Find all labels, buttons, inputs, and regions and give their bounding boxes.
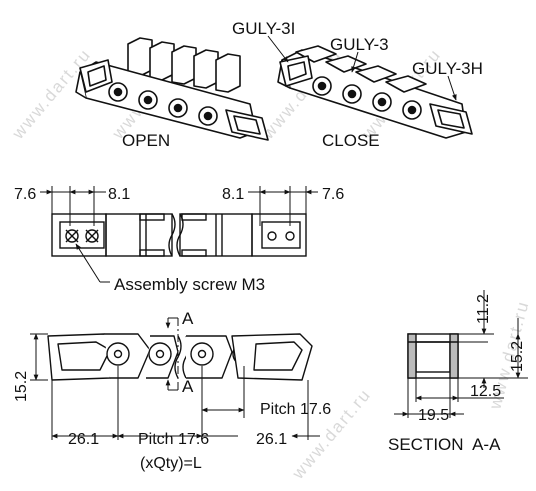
section-mark-top: A	[182, 309, 194, 328]
label-guly-3: GULY-3	[330, 35, 389, 54]
open-chain-illustration	[75, 37, 269, 141]
callout-assembly-screw: Assembly screw M3	[114, 275, 265, 294]
section-mark-bottom: A	[182, 377, 194, 396]
dim-end-right: 26.1	[256, 431, 287, 448]
open-lids	[127, 37, 241, 93]
pitch-formula: (xQty)=L	[140, 455, 202, 472]
side-view	[47, 333, 313, 381]
dim-pitch-upper: Pitch 17.6	[260, 401, 331, 418]
watermark: www.dart.ru	[288, 385, 375, 484]
section-dims	[394, 290, 528, 418]
dim-end-left: 26.1	[68, 431, 99, 448]
label-guly-3h: GULY-3H	[412, 59, 483, 78]
dim-section-outer-width: 19.5	[418, 407, 449, 424]
dim-right-outer: 7.6	[322, 186, 344, 203]
guly-leaders	[267, 35, 457, 101]
section-a-a	[407, 333, 459, 379]
section-title: SECTION A-A	[388, 435, 501, 454]
dim-section-inner-width: 12.5	[470, 383, 501, 400]
dim-height-side: 15.2	[13, 371, 30, 402]
section-cut-line	[165, 317, 179, 391]
dim-section-height: 15.2	[509, 341, 526, 372]
top-view	[40, 186, 318, 283]
label-open: OPEN	[122, 131, 170, 150]
side-view-dims	[30, 333, 320, 440]
dim-right-inner: 8.1	[222, 186, 244, 203]
label-guly-3i: GULY-3I	[232, 19, 295, 38]
dim-left-outer: 7.6	[14, 186, 36, 203]
dim-pitch-lower: Pitch 17.6	[138, 431, 209, 448]
dim-section-top: 11.2	[475, 294, 492, 324]
dim-left-inner: 8.1	[108, 186, 130, 203]
label-close: CLOSE	[322, 131, 380, 150]
